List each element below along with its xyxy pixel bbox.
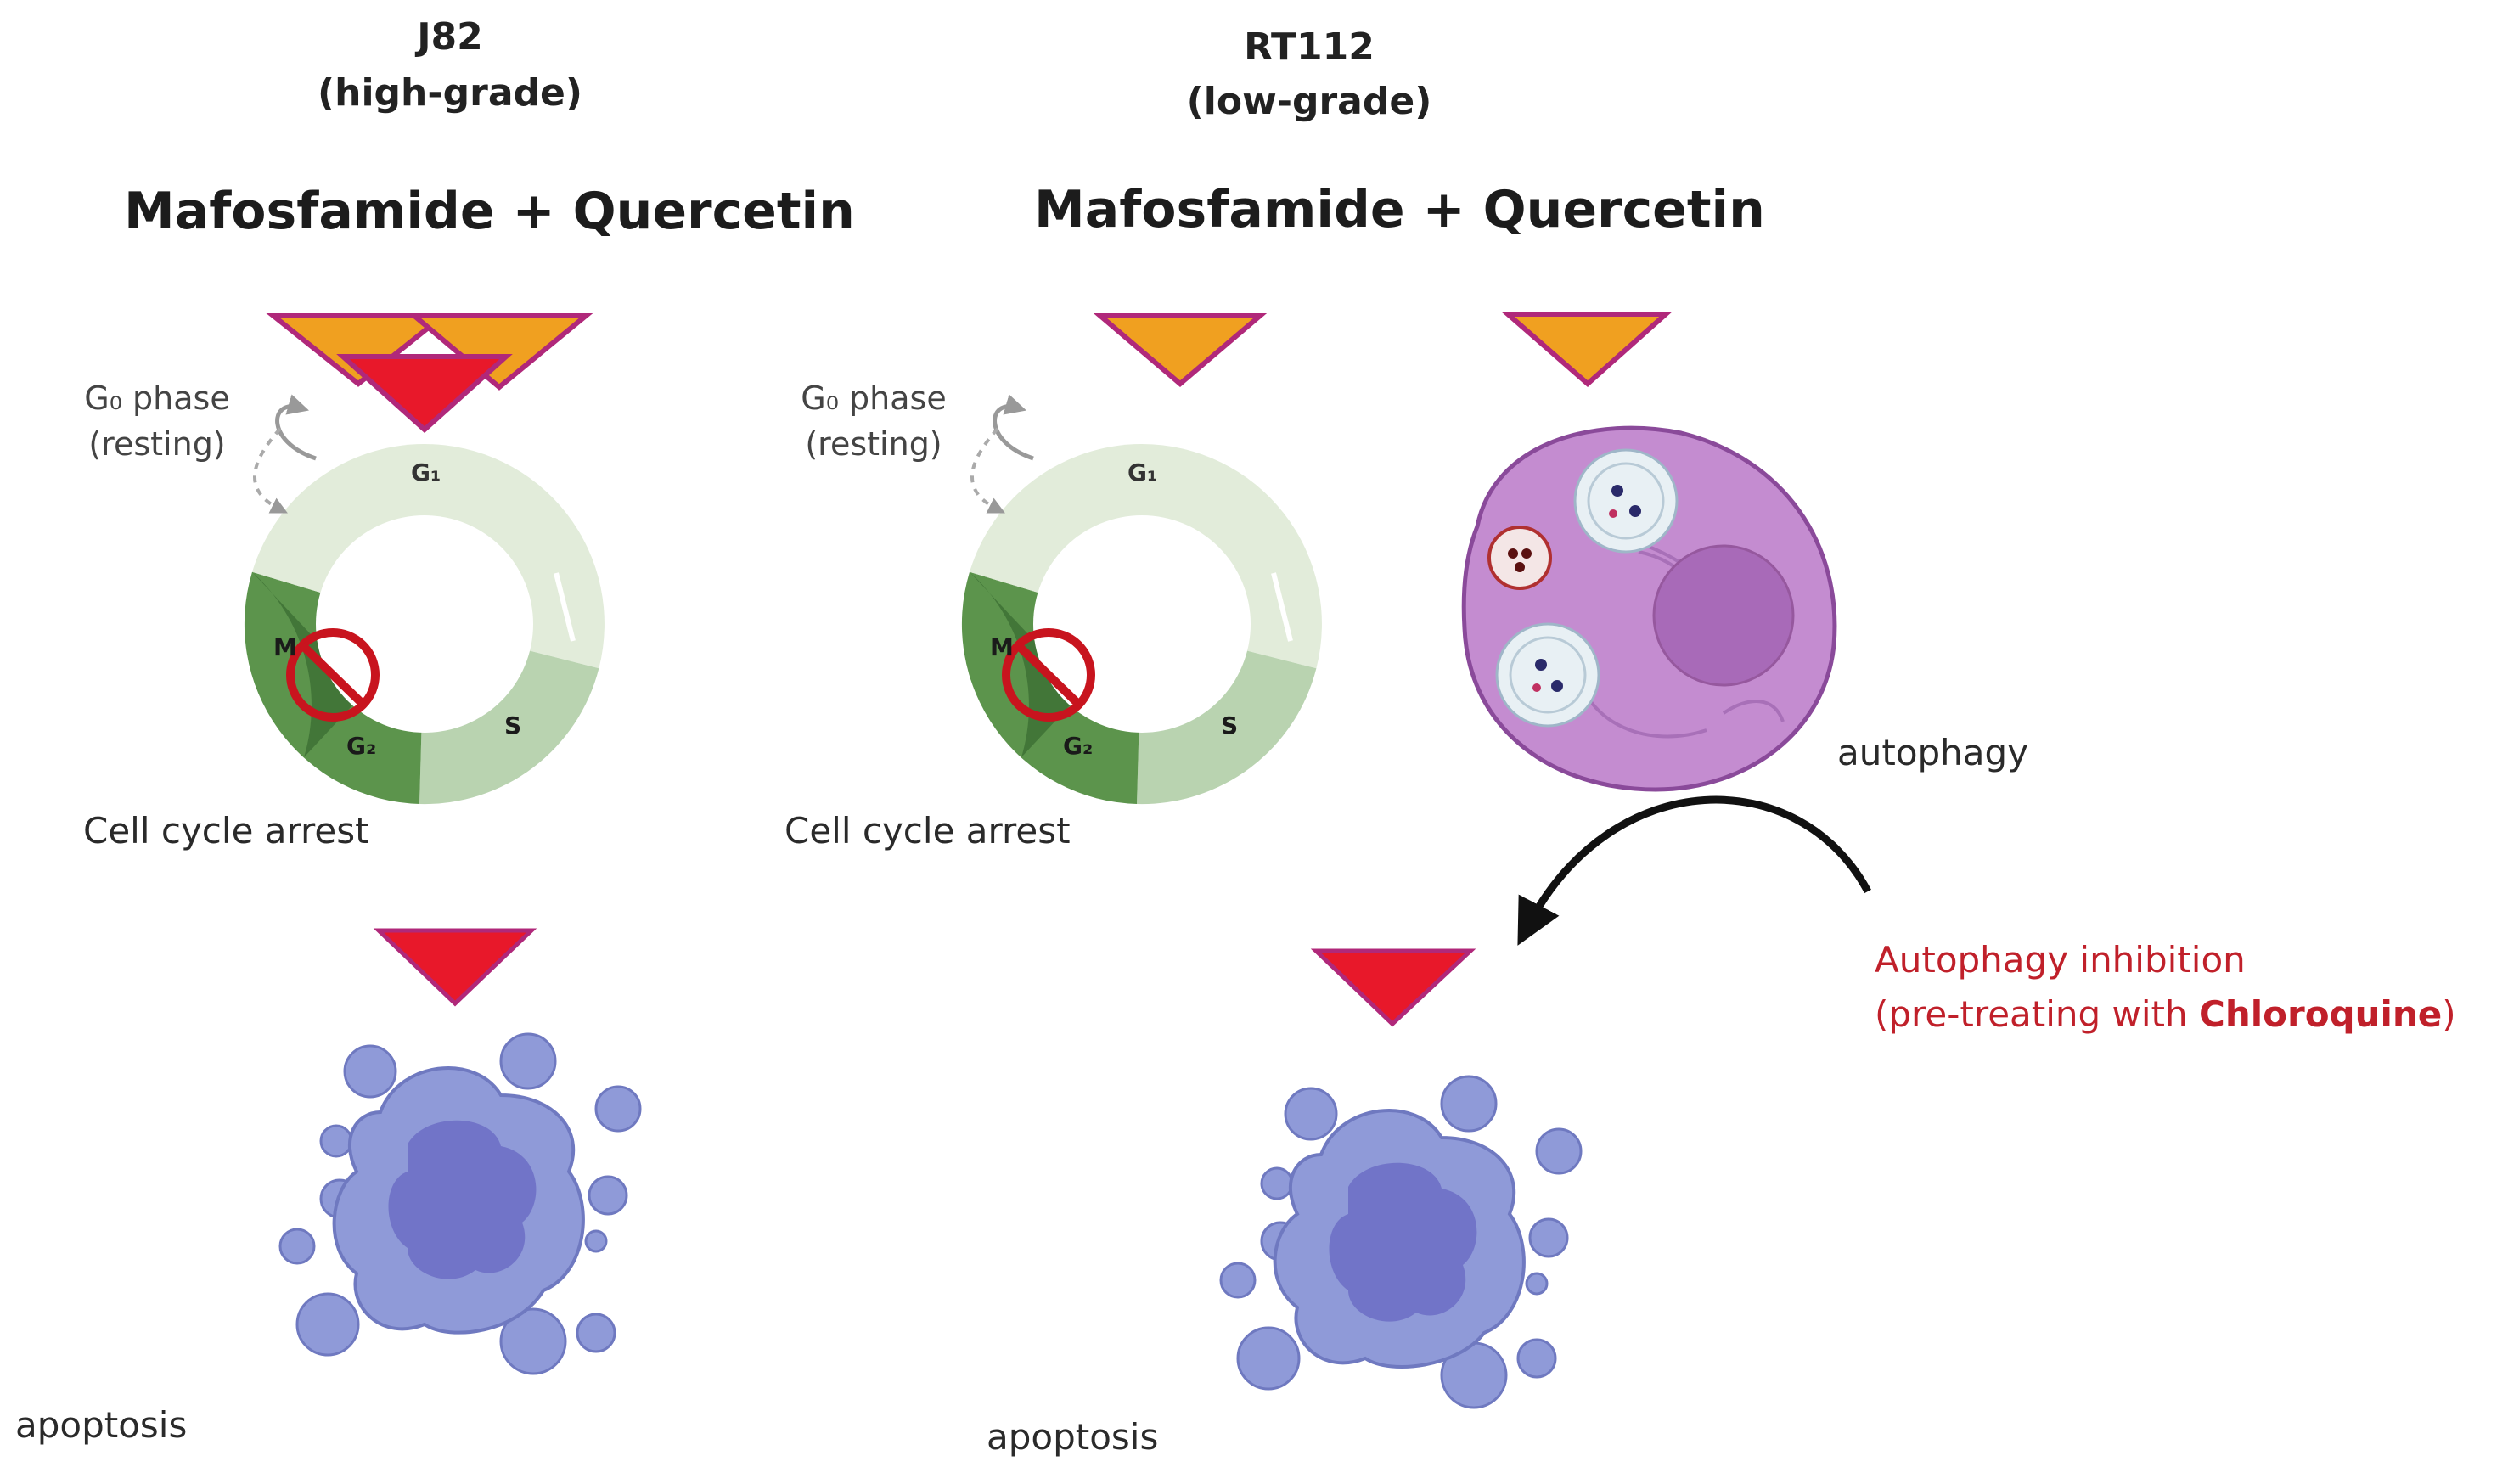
right-treatment-title: Mafosfamide + Quercetin xyxy=(1034,180,1765,239)
left-g0-loop-arrow xyxy=(253,394,317,514)
right-no-entry-icon xyxy=(1002,628,1095,722)
left-phase-g1: G₁ xyxy=(411,458,441,486)
right-autophagy-triangle-icon xyxy=(1500,312,1673,387)
left-no-entry-icon xyxy=(286,628,380,722)
right-phase-g2: G₂ xyxy=(1063,732,1094,760)
inhibition-drug: Chloroquine xyxy=(2199,993,2443,1035)
right-g0-resting: (resting) xyxy=(805,425,942,463)
inhibition-line-1: Autophagy inhibition xyxy=(1875,939,2246,981)
right-phase-g1: G₁ xyxy=(1127,458,1158,486)
inhibition-suffix: ) xyxy=(2442,993,2456,1035)
left-phase-m: M xyxy=(273,633,297,661)
right-apoptosis-triangle-icon xyxy=(1310,948,1476,1027)
left-treatment-title: Mafosfamide + Quercetin xyxy=(124,182,855,241)
right-g0-label: G₀ phase (resting) xyxy=(784,375,963,467)
right-cell-line: RT112 xyxy=(1244,25,1375,69)
right-phase-s: S xyxy=(1221,711,1239,739)
inhibition-line-2: (pre-treating with Chloroquine) xyxy=(1875,993,2456,1035)
inhibition-arrow-icon xyxy=(1517,795,1871,946)
right-cycle-triangle-icon xyxy=(1093,313,1268,387)
left-drug-triangles-icon xyxy=(266,313,593,434)
autophagy-label: autophagy xyxy=(1837,732,2029,773)
right-g0-loop-arrow xyxy=(970,394,1034,514)
right-g0-phase: G₀ phase xyxy=(801,379,947,417)
left-apoptosis-label: apoptosis xyxy=(15,1404,188,1446)
left-apoptosis-triangle-icon xyxy=(373,928,537,1007)
left-g0-label: G₀ phase (resting) xyxy=(68,375,246,467)
right-cell-cycle-arrest: Cell cycle arrest xyxy=(784,810,1071,852)
right-cell-cycle-ring-icon xyxy=(961,444,1322,805)
left-apoptotic-cell-icon xyxy=(278,1032,642,1375)
left-cell-cycle-ring-icon xyxy=(244,444,605,805)
right-apoptotic-cell-icon xyxy=(1219,1075,1583,1409)
autophagic-cell-icon xyxy=(1461,425,1837,792)
right-apoptosis-label: apoptosis xyxy=(987,1416,1159,1458)
left-g0-phase: G₀ phase xyxy=(84,379,230,417)
left-cell-line: J82 xyxy=(417,15,483,59)
right-grade: (low-grade) xyxy=(1186,80,1432,123)
left-cell-cycle-arrest: Cell cycle arrest xyxy=(83,810,369,852)
right-phase-m: M xyxy=(990,633,1014,661)
left-phase-g2: G₂ xyxy=(346,732,377,760)
left-g0-resting: (resting) xyxy=(88,425,226,463)
inhibition-prefix: (pre-treating with xyxy=(1875,993,2199,1035)
left-grade: (high-grade) xyxy=(318,71,582,115)
left-phase-s: S xyxy=(504,711,522,739)
